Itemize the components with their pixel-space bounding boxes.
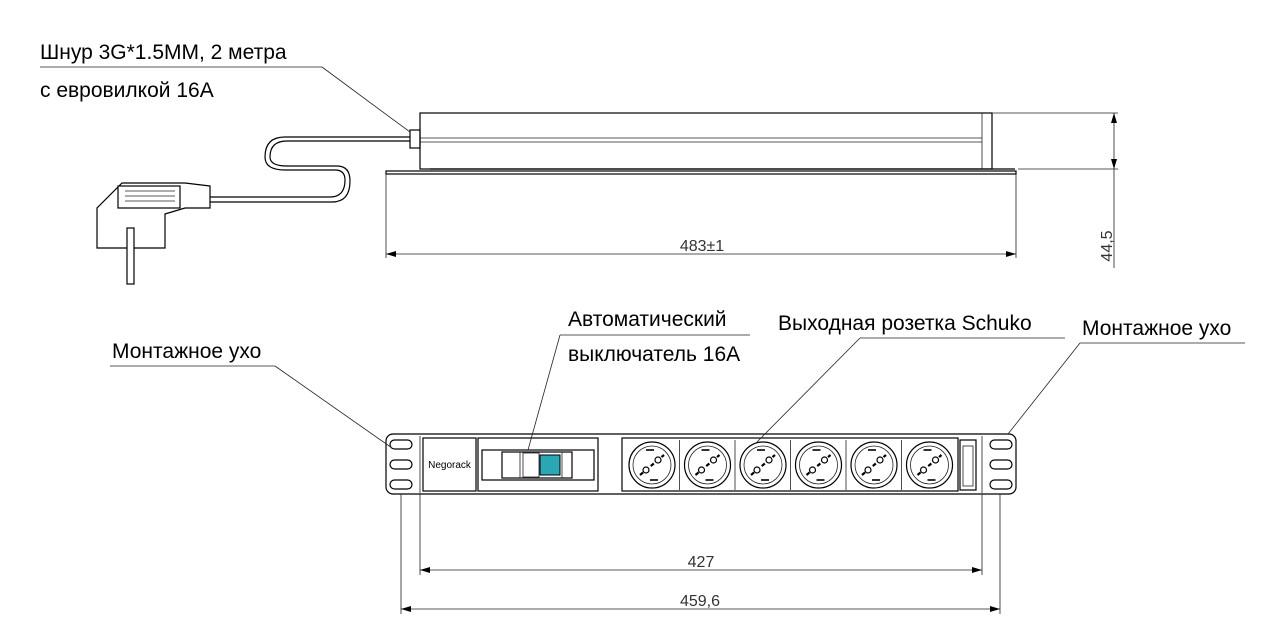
inner-width-dimension: 427 bbox=[688, 554, 715, 571]
brand-plate bbox=[422, 437, 477, 492]
right-mounting-ear bbox=[989, 439, 1013, 490]
schuko-outlet-icon bbox=[790, 440, 843, 490]
height-dimension: 44,5 bbox=[1099, 230, 1116, 261]
schuko-outlet-icon bbox=[679, 440, 732, 490]
total-length-dimension: 483±1 bbox=[680, 238, 724, 255]
left-mounting-ear bbox=[389, 439, 413, 490]
front-view: Negorack Автоматический выключатель 16А … bbox=[110, 308, 1245, 614]
pdu-body-side bbox=[419, 112, 993, 170]
mounting-flange-side bbox=[385, 170, 1017, 175]
side-view: Шнур 3G*1.5ММ, 2 метра с евровилкой 16А … bbox=[40, 41, 1118, 285]
left-ear-label: Монтажное ухо bbox=[112, 340, 261, 363]
breaker-toggle bbox=[539, 454, 561, 476]
cord-label-line2: с евровилкой 16А bbox=[40, 79, 214, 102]
breaker-label-line2: выключатель 16А bbox=[568, 343, 740, 366]
circuit-breaker bbox=[477, 437, 599, 492]
overall-width-dimension: 459,6 bbox=[680, 593, 720, 610]
breaker-label-line1: Автоматический bbox=[568, 308, 727, 331]
schuko-outlet-icon bbox=[901, 440, 954, 490]
pdu-front-panel bbox=[385, 433, 1017, 495]
cord-label-line1: Шнур 3G*1.5ММ, 2 метра bbox=[40, 41, 287, 64]
right-ear-label: Монтажное ухо bbox=[1082, 317, 1231, 340]
outlets-group bbox=[628, 440, 954, 490]
schuko-outlet-icon bbox=[734, 440, 787, 490]
socket-label: Выходная розетка Schuko bbox=[778, 312, 1032, 335]
schuko-outlet-icon bbox=[845, 440, 898, 490]
indicator-strip bbox=[959, 439, 977, 491]
schuko-outlet-icon bbox=[628, 441, 676, 489]
brand-label: Negorack bbox=[428, 460, 472, 471]
power-cord bbox=[210, 136, 410, 198]
euro-plug-icon bbox=[96, 182, 211, 285]
cord-gland bbox=[409, 129, 421, 149]
